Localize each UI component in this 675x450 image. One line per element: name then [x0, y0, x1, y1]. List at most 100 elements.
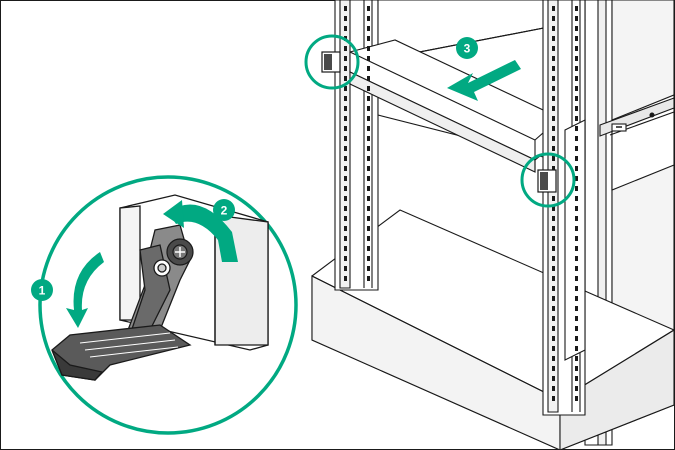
- rack-hole: [367, 206, 370, 211]
- rack-hole: [575, 56, 578, 61]
- rack-hole: [552, 326, 555, 331]
- rack-hole: [344, 206, 347, 211]
- rack-hole: [575, 236, 578, 241]
- rack-hole: [367, 86, 370, 91]
- rack-hole: [344, 216, 347, 221]
- rack-hole: [552, 256, 555, 261]
- latch-detail-magnifier: 1 2: [31, 175, 298, 435]
- rack-hole: [552, 376, 555, 381]
- rack-hole: [575, 16, 578, 21]
- rack-hole: [344, 226, 347, 231]
- rack-hole: [552, 56, 555, 61]
- rack-hole: [344, 126, 347, 131]
- step-2-number: 2: [221, 204, 228, 218]
- rack-hole: [575, 226, 578, 231]
- rack-hole: [367, 256, 370, 261]
- rack-hole: [575, 76, 578, 81]
- rack-hole: [552, 366, 555, 371]
- rack-post-front-right: [542, 0, 586, 416]
- rack-hole: [552, 356, 555, 361]
- rack-hole: [367, 186, 370, 191]
- server-rack: [311, 0, 675, 450]
- rack-hole: [367, 116, 370, 121]
- rack-hole: [575, 176, 578, 181]
- rack-hole: [344, 76, 347, 81]
- rack-hole: [575, 186, 578, 191]
- rack-hole: [344, 166, 347, 171]
- rack-hole: [367, 106, 370, 111]
- rack-hole: [552, 386, 555, 391]
- rotate-arrow: [163, 200, 238, 262]
- rack-hole: [575, 366, 578, 371]
- rack-hole: [552, 146, 555, 151]
- rack-hole: [575, 116, 578, 121]
- push-arrow: [447, 60, 521, 101]
- rack-hole: [344, 256, 347, 261]
- rack-hole: [552, 26, 555, 31]
- rack-hole: [575, 296, 578, 301]
- rack-hole: [575, 86, 578, 91]
- rack-hole: [575, 346, 578, 351]
- rack-hole: [552, 306, 555, 311]
- rack-hole: [344, 66, 347, 71]
- rack-hole: [367, 156, 370, 161]
- rack-hole: [552, 276, 555, 281]
- rack-hole: [552, 166, 555, 171]
- rack-hole: [552, 86, 555, 91]
- rack-hole: [552, 296, 555, 301]
- rack-hole: [344, 6, 347, 11]
- rack-hole: [575, 136, 578, 141]
- rack-hole: [344, 86, 347, 91]
- rack-hole: [575, 26, 578, 31]
- rack-mounting-holes: [344, 6, 578, 401]
- pull-down-arrow: [66, 252, 104, 328]
- step-1-number: 1: [39, 284, 46, 298]
- rack-hole: [552, 226, 555, 231]
- rack-hole: [344, 156, 347, 161]
- rack-post-front-left: [334, 0, 379, 291]
- rack-hole: [575, 36, 578, 41]
- rack-hole: [552, 36, 555, 41]
- rack-hole: [575, 6, 578, 11]
- rack-hole: [575, 256, 578, 261]
- rack-hole: [552, 116, 555, 121]
- rack-hole: [344, 56, 347, 61]
- rack-hole: [575, 316, 578, 321]
- rack-hole: [367, 276, 370, 281]
- rack-hole: [367, 146, 370, 151]
- rack-hole: [367, 16, 370, 21]
- rack-hole: [367, 126, 370, 131]
- rack-hole: [552, 396, 555, 401]
- rack-hole: [344, 116, 347, 121]
- rack-hole: [344, 146, 347, 151]
- rack-hole: [344, 16, 347, 21]
- rack-hole: [367, 6, 370, 11]
- rack-hole: [367, 196, 370, 201]
- rack-hole: [367, 176, 370, 181]
- rack-hole: [575, 336, 578, 341]
- rack-hole: [344, 46, 347, 51]
- rack-hole: [344, 236, 347, 241]
- rack-hole: [575, 396, 578, 401]
- rack-hole: [552, 46, 555, 51]
- rack-hole: [575, 286, 578, 291]
- rack-hole: [575, 306, 578, 311]
- thumbscrew: [166, 238, 194, 266]
- step-3-number: 3: [464, 42, 471, 56]
- rack-hole: [367, 96, 370, 101]
- rack-hole: [552, 106, 555, 111]
- rack-hole: [575, 216, 578, 221]
- rack-hole: [367, 46, 370, 51]
- callout-latch-right: [520, 152, 576, 208]
- rack-hole: [575, 196, 578, 201]
- rack-hole: [367, 216, 370, 221]
- rack-hole: [552, 236, 555, 241]
- rack-hole: [344, 176, 347, 181]
- slide-rail-right: [599, 97, 675, 137]
- rack-hole: [367, 166, 370, 171]
- rack-hole: [575, 46, 578, 51]
- rack-hole: [575, 206, 578, 211]
- rack-hole: [552, 346, 555, 351]
